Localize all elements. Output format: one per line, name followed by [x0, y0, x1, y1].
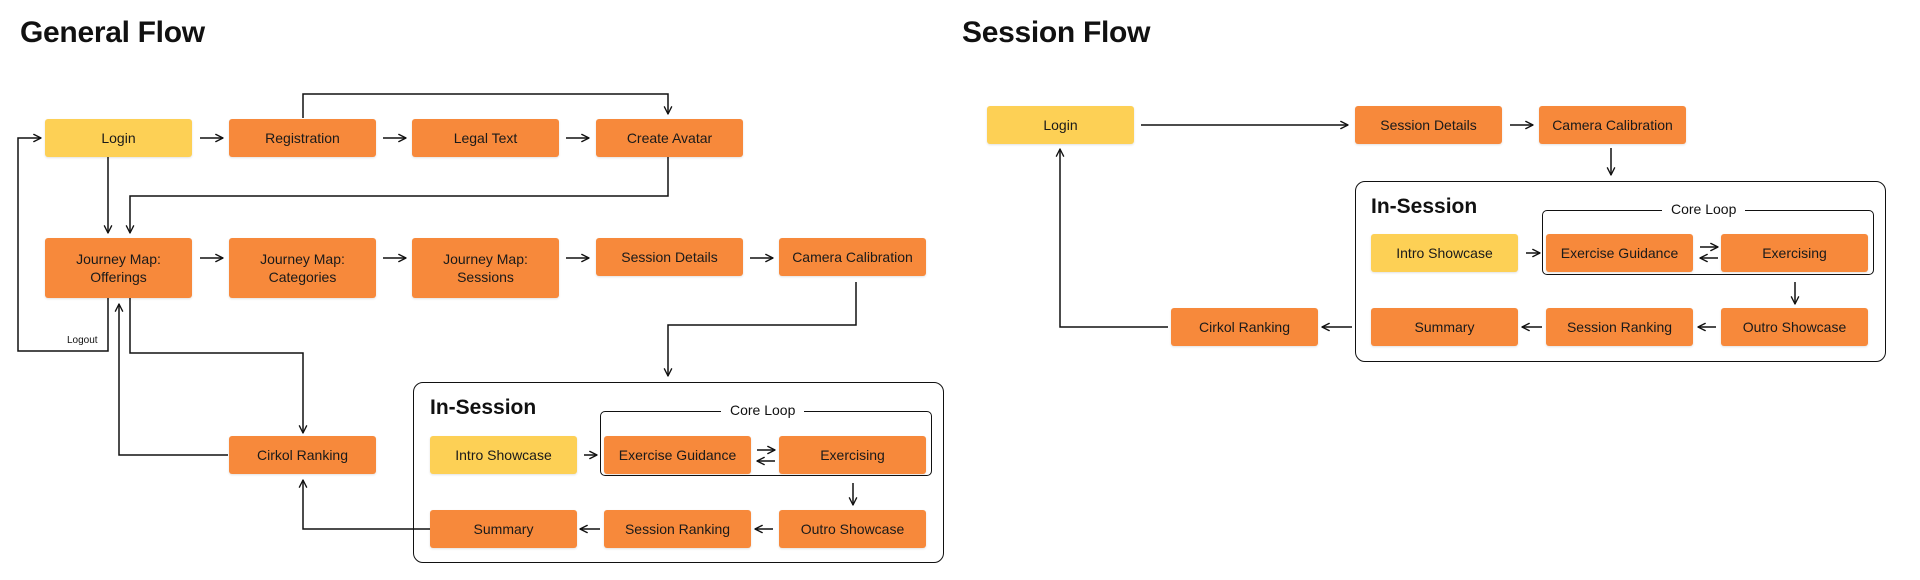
session-cirkol-ranking-node: Cirkol Ranking — [1171, 308, 1318, 346]
general-in-session-frame — [413, 382, 944, 563]
general-journey-map-categories-node: Journey Map: Categories — [229, 238, 376, 298]
general-session-ranking-node: Session Ranking — [604, 510, 751, 548]
general-intro-showcase-node: Intro Showcase — [430, 436, 577, 474]
session-session-details-node: Session Details — [1355, 106, 1502, 144]
general-core-loop-label: Core Loop — [721, 402, 805, 418]
general-exercising-node: Exercising — [779, 436, 926, 474]
session-exercise-guidance-node: Exercise Guidance — [1546, 234, 1693, 272]
general-summary-node: Summary — [430, 510, 577, 548]
general-flow-title: General Flow — [20, 16, 205, 49]
general-logout-label: Logout — [67, 335, 98, 346]
general-camera-calibration-node: Camera Calibration — [779, 238, 926, 276]
s-arrow-cirkol-login — [1055, 148, 1168, 328]
general-outro-showcase-node: Outro Showcase — [779, 510, 926, 548]
session-core-loop-label: Core Loop — [1662, 201, 1746, 217]
arrow-top-loop-avatar — [302, 93, 673, 118]
general-journey-map-offerings-node: Journey Map: Offerings — [45, 238, 192, 298]
general-legal-text-node: Legal Text — [412, 119, 559, 157]
session-session-ranking-node: Session Ranking — [1546, 308, 1693, 346]
general-in-session-title: In-Session — [430, 396, 537, 419]
session-in-session-frame — [1355, 181, 1886, 362]
arrow-summary-cirkol — [298, 479, 430, 530]
arrow-logout-login — [17, 133, 109, 352]
arrow-offerings-cirkol — [129, 296, 308, 434]
arrow-camera-insession — [663, 282, 857, 377]
general-login-node: Login — [45, 119, 192, 157]
session-camera-calibration-node: Camera Calibration — [1539, 106, 1686, 144]
session-exercising-node: Exercising — [1721, 234, 1868, 272]
session-intro-showcase-node: Intro Showcase — [1371, 234, 1518, 272]
general-exercise-guidance-node: Exercise Guidance — [604, 436, 751, 474]
arrow-cirkol-offerings — [114, 303, 228, 456]
arrow-avatar-offerings — [125, 157, 669, 234]
general-registration-node: Registration — [229, 119, 376, 157]
session-in-session-title: In-Session — [1371, 195, 1478, 218]
session-login-node: Login — [987, 106, 1134, 144]
session-outro-showcase-node: Outro Showcase — [1721, 308, 1868, 346]
general-create-avatar-node: Create Avatar — [596, 119, 743, 157]
session-flow-title: Session Flow — [962, 16, 1151, 49]
general-journey-map-sessions-node: Journey Map: Sessions — [412, 238, 559, 298]
general-session-details-node: Session Details — [596, 238, 743, 276]
general-cirkol-ranking-node: Cirkol Ranking — [229, 436, 376, 474]
session-summary-node: Summary — [1371, 308, 1518, 346]
